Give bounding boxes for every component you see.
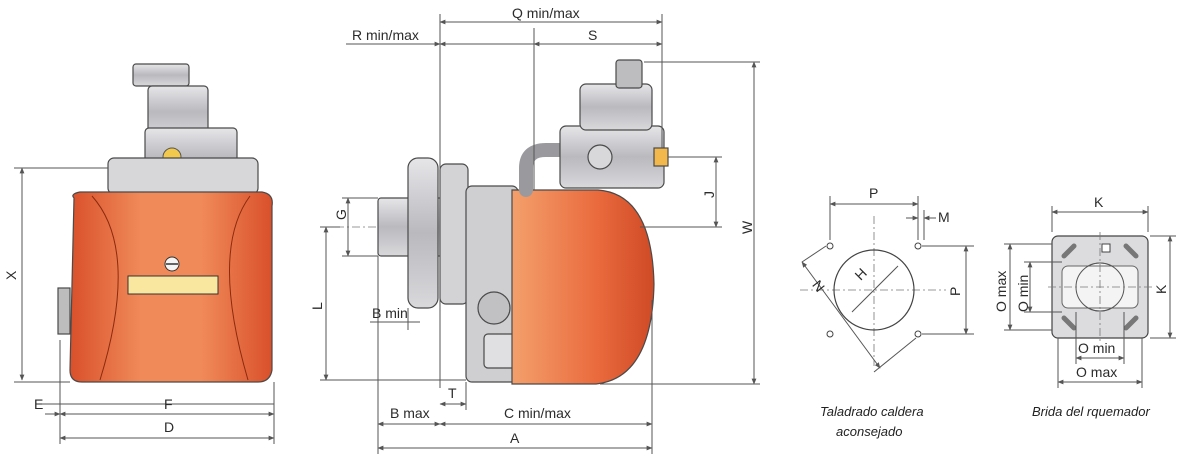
side-valve-port	[587, 144, 613, 170]
side-dim-g: G	[333, 209, 349, 220]
side-flange	[407, 157, 439, 309]
front-dim-e: E	[34, 396, 43, 412]
side-photocell-housing	[477, 291, 511, 325]
drilling-dim-p-side: P	[947, 287, 963, 296]
flange-dim-o-min-v: O min	[1015, 275, 1031, 312]
side-dim-w: W	[739, 220, 755, 234]
front-housing-contour	[91, 195, 119, 381]
flange-key	[1101, 243, 1111, 253]
drilling-caption-line1: Taladrado caldera	[820, 404, 924, 419]
side-gas-elbow	[519, 143, 573, 197]
side-dim-t: T	[448, 385, 457, 401]
side-valve-connector	[615, 59, 643, 89]
front-bracket	[107, 157, 259, 195]
front-housing-contour-right	[229, 195, 251, 381]
side-flange-collar	[439, 163, 469, 305]
front-valve-connector	[132, 63, 190, 87]
front-nameplate	[127, 275, 219, 295]
flange-dim-o-max-h: O max	[1076, 364, 1117, 380]
side-dim-q: Q min/max	[512, 5, 580, 21]
drilling-dim-m: M	[938, 209, 950, 225]
side-gas-inlet	[653, 147, 669, 167]
front-view: X E F D	[3, 63, 275, 444]
flange-dim-o-min-h: O min	[1078, 340, 1115, 356]
flange-dim-o-max-v: O max	[993, 271, 1009, 312]
front-dim-f: F	[164, 396, 173, 412]
drilling-hole	[826, 242, 834, 250]
drilling-caption-line2: aconsejado	[836, 424, 903, 439]
side-dim-b-min: B min	[372, 305, 408, 321]
side-dim-r: R min/max	[352, 27, 419, 43]
side-dim-a: A	[510, 430, 520, 446]
side-dim-b-max: B max	[390, 405, 430, 421]
drilling-hole	[914, 330, 922, 338]
side-connector-block	[483, 333, 517, 369]
drilling-hole	[914, 242, 922, 250]
flange-caption: Brida del rquemador	[1032, 404, 1150, 419]
front-dim-x: X	[3, 270, 19, 280]
side-valve-upper	[579, 83, 653, 131]
side-dim-s: S	[588, 27, 597, 43]
front-side-fitting	[57, 287, 71, 335]
drilling-dim-p-top: P	[869, 185, 878, 201]
drilling-dim-n: N	[809, 277, 828, 295]
side-burner-housing	[511, 189, 655, 385]
flange-slotted-holes	[1061, 243, 1139, 331]
side-dim-l: L	[309, 302, 325, 310]
side-dim-j: J	[701, 191, 717, 198]
burner-flange-view: K K O max O min O min O max Brida del rq…	[993, 194, 1176, 419]
flange-dim-k-side: K	[1153, 284, 1169, 294]
drilling-dim-h: H	[851, 265, 869, 283]
side-view: Q min/max R min/max S W J G L B min	[309, 5, 760, 454]
drilling-hole	[826, 330, 834, 338]
flange-dim-k-top: K	[1094, 194, 1104, 210]
side-dim-c: C min/max	[504, 405, 571, 421]
boiler-drilling-view: H P M P N Taladrado caldera aconsejado	[800, 185, 974, 439]
front-dim-d: D	[164, 419, 174, 435]
